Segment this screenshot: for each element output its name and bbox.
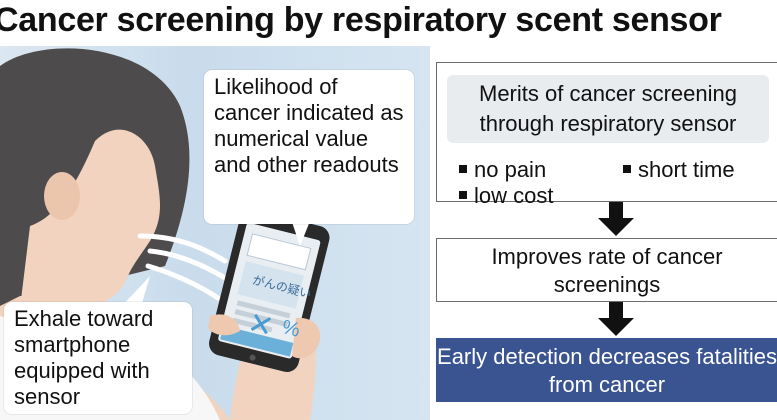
merits-title: Merits of cancer screening through respi… — [447, 75, 769, 143]
finger-shape — [292, 317, 321, 359]
down-arrow-icon — [598, 302, 634, 336]
thumb-shape — [208, 314, 240, 336]
merits-box: Merits of cancer screening through respi… — [436, 62, 777, 208]
screening-rate-box: Improves rate of cancer screenings — [436, 238, 777, 302]
speech-bubble-exhale: Exhale toward smartphone equipped with s… — [4, 302, 192, 414]
merit-item: low cost — [459, 183, 553, 209]
bullet-square-icon — [623, 165, 631, 174]
early-detection-box: Early detection decreases fatalities fro… — [436, 338, 777, 402]
flow-panel: Merits of cancer screening through respi… — [430, 46, 777, 420]
ear-shape — [44, 172, 80, 220]
breath-line-3 — [145, 263, 221, 301]
bullet-square-icon — [459, 191, 467, 200]
page-title: Cancer screening by respiratory scent se… — [0, 1, 722, 39]
bullet-square-icon — [459, 165, 467, 174]
breath-line-2 — [147, 248, 228, 281]
speech-bubble-readout: Likelihood of cancer indicated as numeri… — [204, 70, 414, 224]
merit-item: short time — [623, 157, 735, 183]
breath-line-1 — [137, 233, 228, 264]
merit-item: no pain — [459, 157, 546, 183]
bubble-tail-bottom — [120, 276, 150, 310]
face-shape — [20, 129, 160, 308]
down-arrow-icon — [598, 202, 634, 236]
illustration-panel: がんの疑い ✕ % Likelihood of cancer indicated… — [0, 46, 430, 420]
